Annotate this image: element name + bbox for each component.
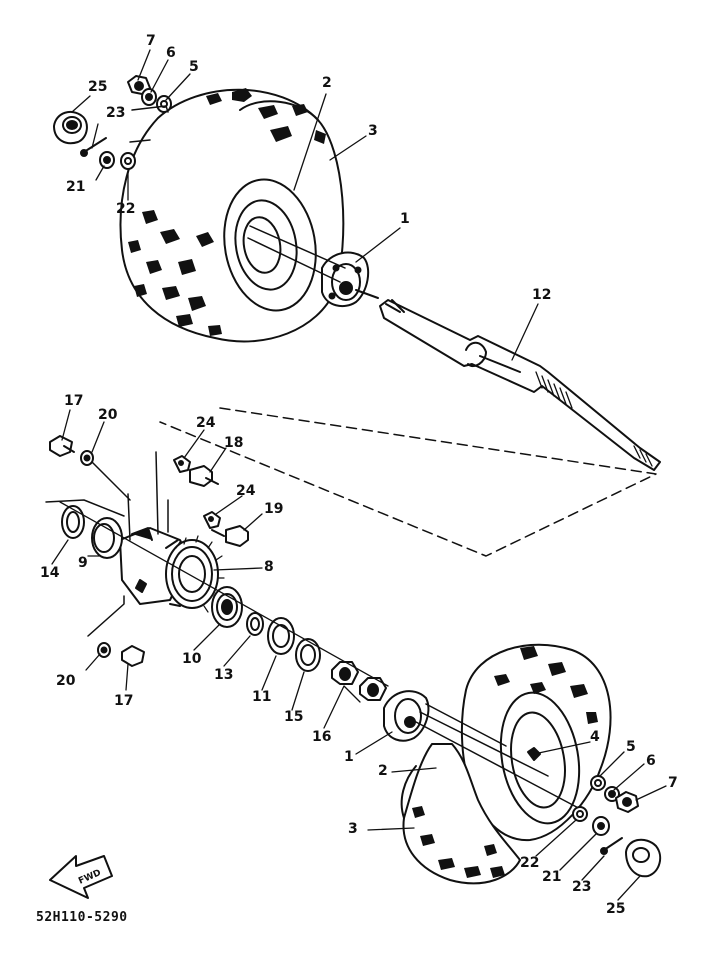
- callout-5-lower: 5: [626, 739, 636, 755]
- callout-22-lower: 22: [520, 855, 540, 871]
- callout-15: 15: [284, 709, 304, 725]
- lower-hub-hardware: [383, 690, 662, 878]
- callout-17-lower: 17: [114, 693, 134, 709]
- callout-11: 11: [252, 689, 272, 705]
- callout-10: 10: [182, 651, 202, 667]
- callout-13: 13: [214, 667, 234, 683]
- callout-16: 16: [312, 729, 332, 745]
- callout-24: 24: [196, 415, 216, 431]
- upper-hub-hardware: [53, 75, 172, 170]
- callout-1-lower: 1: [344, 749, 354, 765]
- assembly-reference-line: [159, 407, 657, 557]
- callout-19: 19: [264, 501, 284, 517]
- rear-axle: [379, 299, 661, 471]
- callout-3: 3: [368, 123, 378, 139]
- callout-18: 18: [224, 435, 244, 451]
- upper-tire: [119, 88, 345, 343]
- drawing-code: 52H110-5290: [36, 910, 128, 925]
- callout-6-lower: 6: [646, 753, 656, 769]
- callout-8: 8: [264, 559, 274, 575]
- callout-3-lower: 3: [348, 821, 358, 837]
- callout-12: 12: [532, 287, 552, 303]
- callout-2: 2: [322, 75, 332, 91]
- fwd-arrow-icon: FWD: [49, 855, 113, 899]
- callout-25-lower: 25: [606, 901, 626, 917]
- callout-1: 1: [400, 211, 410, 227]
- callout-17: 17: [64, 393, 84, 409]
- callout-7-lower: 7: [668, 775, 678, 791]
- callout-2-lower: 2: [378, 763, 388, 779]
- bearings-and-seals: [59, 501, 389, 701]
- callout-7: 7: [146, 33, 156, 49]
- callout-6: 6: [166, 45, 176, 61]
- lower-tire-tread: [412, 646, 598, 878]
- housing-bolts: [45, 435, 249, 667]
- callout-23-lower: 23: [572, 879, 592, 895]
- callout-21-lower: 21: [542, 869, 562, 885]
- callout-4: 4: [590, 729, 600, 745]
- lower-tire: [400, 643, 612, 885]
- callout-24-lower: 24: [236, 483, 256, 499]
- axle-housing: [119, 451, 225, 613]
- callout-5: 5: [189, 59, 199, 75]
- callout-25: 25: [88, 79, 108, 95]
- callout-22: 22: [116, 201, 136, 217]
- callout-20-lower: 20: [56, 673, 76, 689]
- callout-14: 14: [40, 565, 60, 581]
- leader-lines: [51, 49, 667, 901]
- upper-tire-tread: [128, 88, 326, 336]
- callout-23: 23: [106, 105, 126, 121]
- callout-20: 20: [98, 407, 118, 423]
- callout-9: 9: [78, 555, 88, 571]
- callout-21: 21: [66, 179, 86, 195]
- upper-hub: [247, 225, 379, 308]
